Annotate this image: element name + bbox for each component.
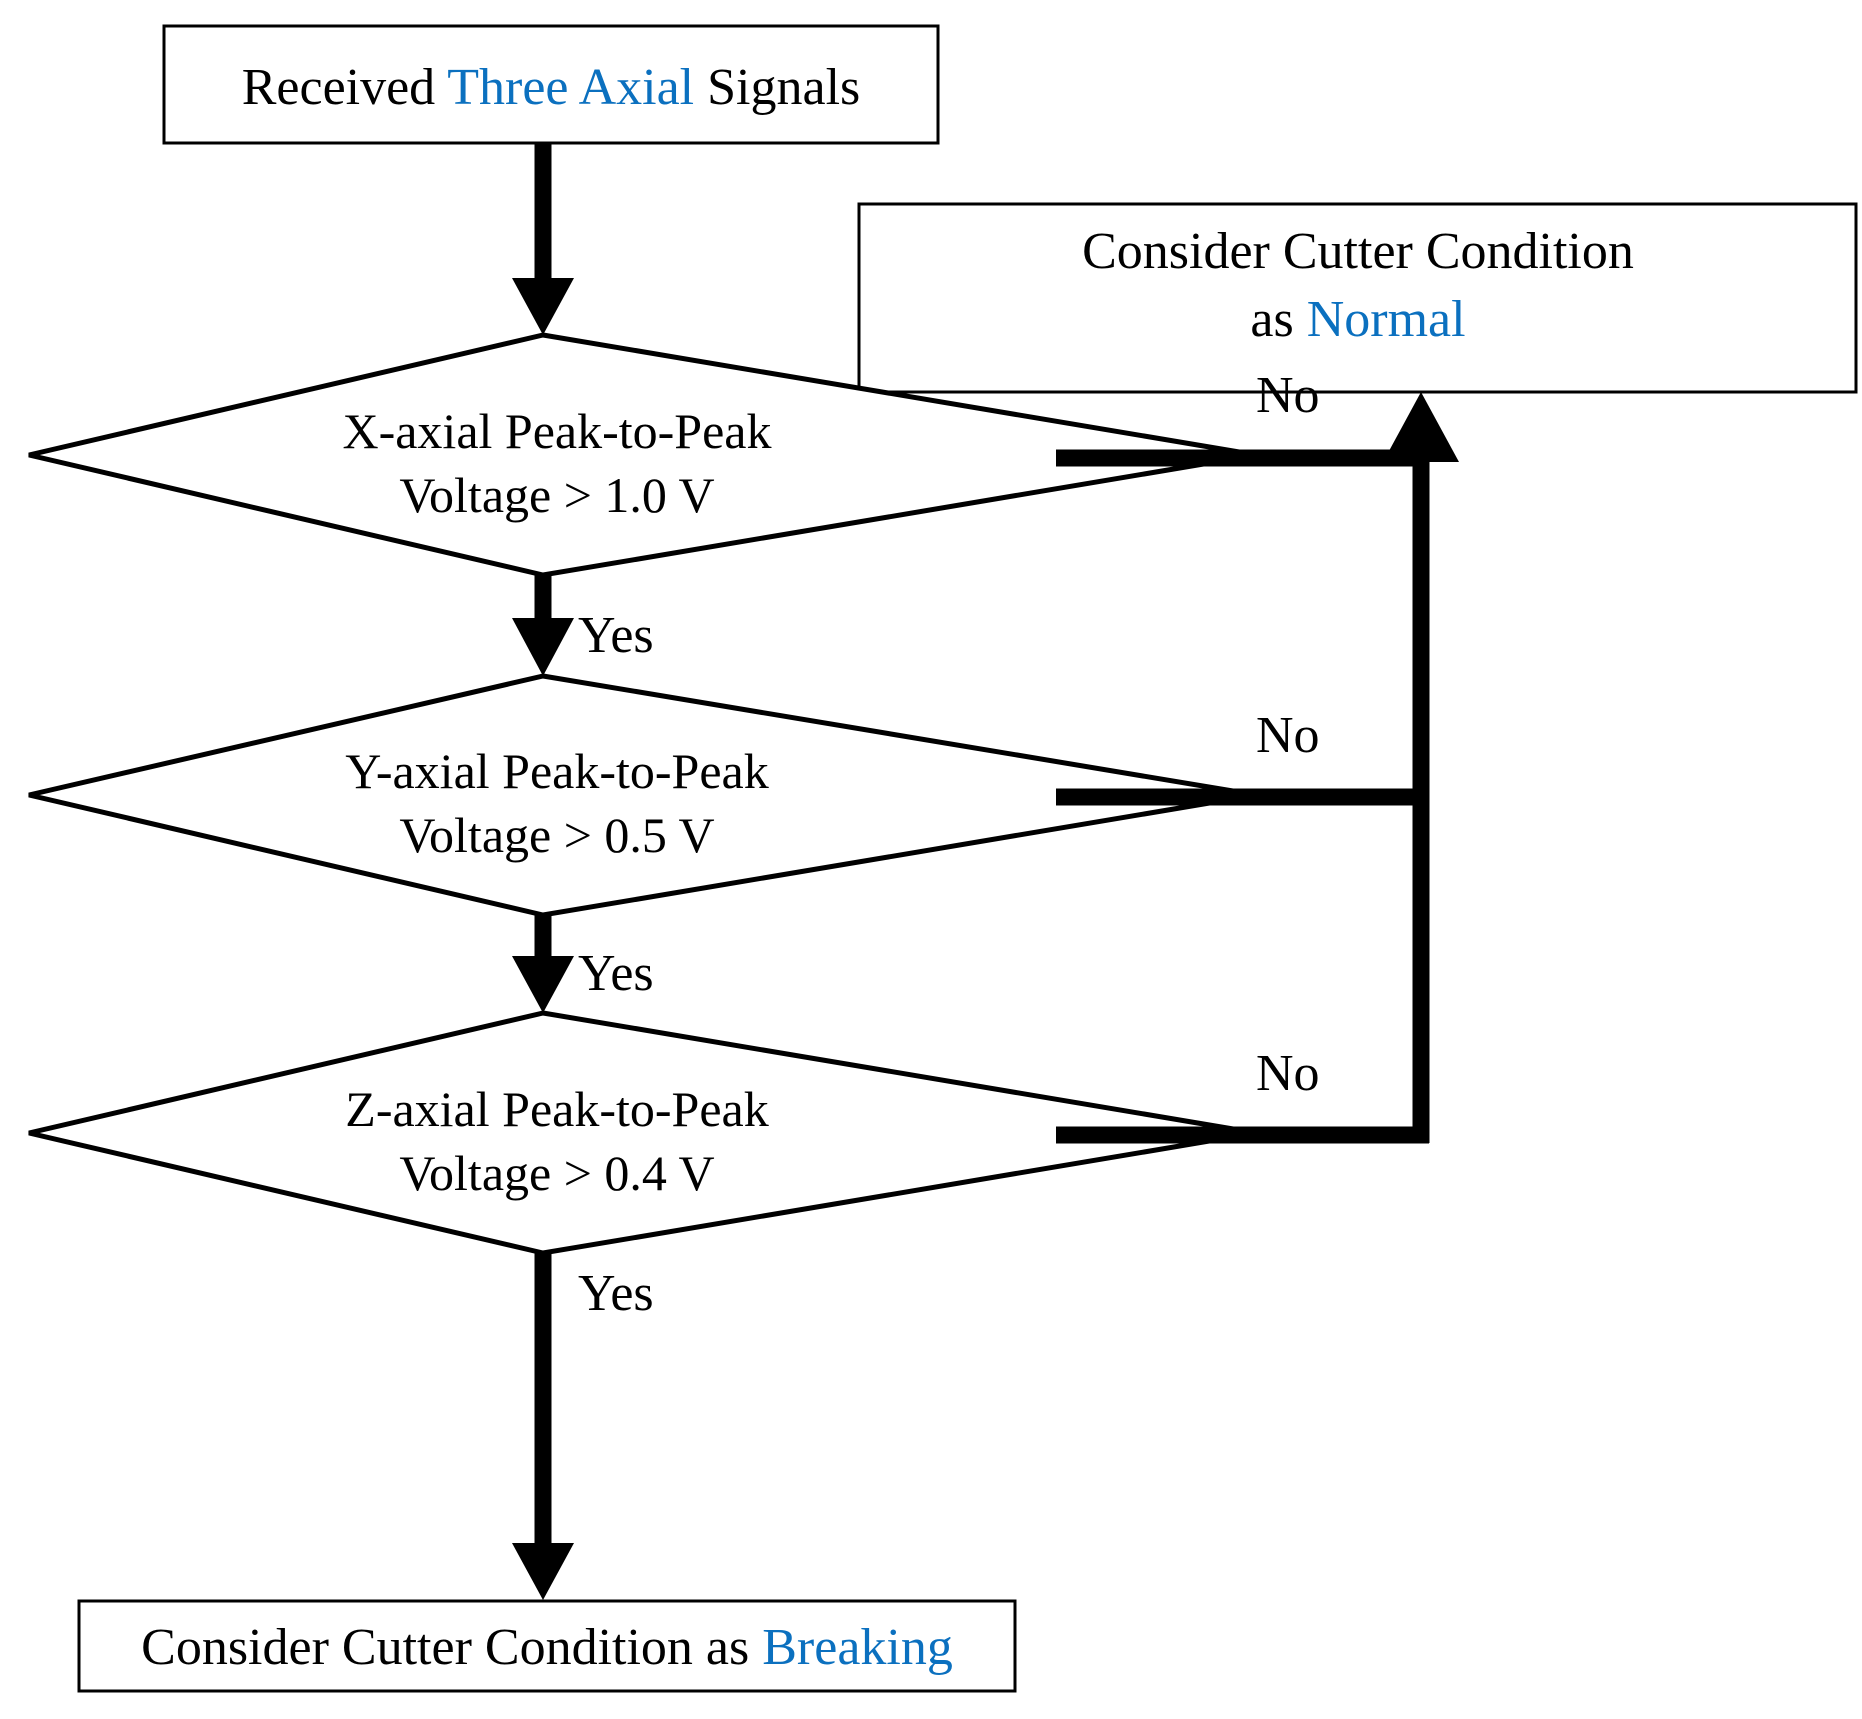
breaking-text-accent: Breaking	[762, 1619, 953, 1676]
edge-label-yes-y: Yes	[578, 945, 654, 1002]
decision-x-line2: Voltage > 1.0 V	[399, 467, 714, 523]
edge-label-no-y: No	[1256, 707, 1320, 764]
breaking-outcome-text: Consider Cutter Condition as Breaking	[141, 1619, 953, 1676]
normal-outcome-box[interactable]	[857, 202, 1858, 394]
edge-label-yes-x: Yes	[578, 607, 654, 664]
normal-outcome-line2-accent: Normal	[1307, 291, 1466, 348]
arrowhead-z-to-breaking	[512, 1543, 574, 1600]
breaking-text-before: Consider Cutter Condition as	[141, 1619, 762, 1676]
decision-z-line2: Voltage > 0.4 V	[399, 1145, 714, 1201]
start-box-text: Received Three Axial Signals	[242, 59, 861, 116]
arrowhead-start-to-x	[512, 278, 574, 335]
start-text-accent: Three Axial	[447, 59, 694, 116]
edge-label-yes-z: Yes	[578, 1265, 654, 1322]
normal-outcome-line2-before: as	[1250, 291, 1306, 348]
arrowhead-no-to-normal	[1383, 392, 1459, 462]
start-box[interactable]	[162, 24, 940, 145]
decision-y-line2: Voltage > 0.5 V	[399, 807, 714, 863]
arrowhead-x-to-y	[512, 618, 574, 676]
normal-outcome-line2: as Normal	[1250, 291, 1465, 348]
start-text-before: Received	[242, 59, 448, 116]
start-text-after: Signals	[694, 59, 860, 116]
breaking-outcome-box[interactable]	[77, 1599, 1017, 1693]
decision-y-line1: Y-axial Peak-to-Peak	[345, 743, 768, 799]
decision-x-line1: X-axial Peak-to-Peak	[342, 403, 771, 459]
edge-label-no-x: No	[1256, 367, 1320, 424]
normal-outcome-line1: Consider Cutter Condition	[1082, 223, 1634, 280]
arrowhead-y-to-z	[512, 956, 574, 1013]
decision-z-line1: Z-axial Peak-to-Peak	[345, 1081, 768, 1137]
edge-label-no-z: No	[1256, 1045, 1320, 1102]
